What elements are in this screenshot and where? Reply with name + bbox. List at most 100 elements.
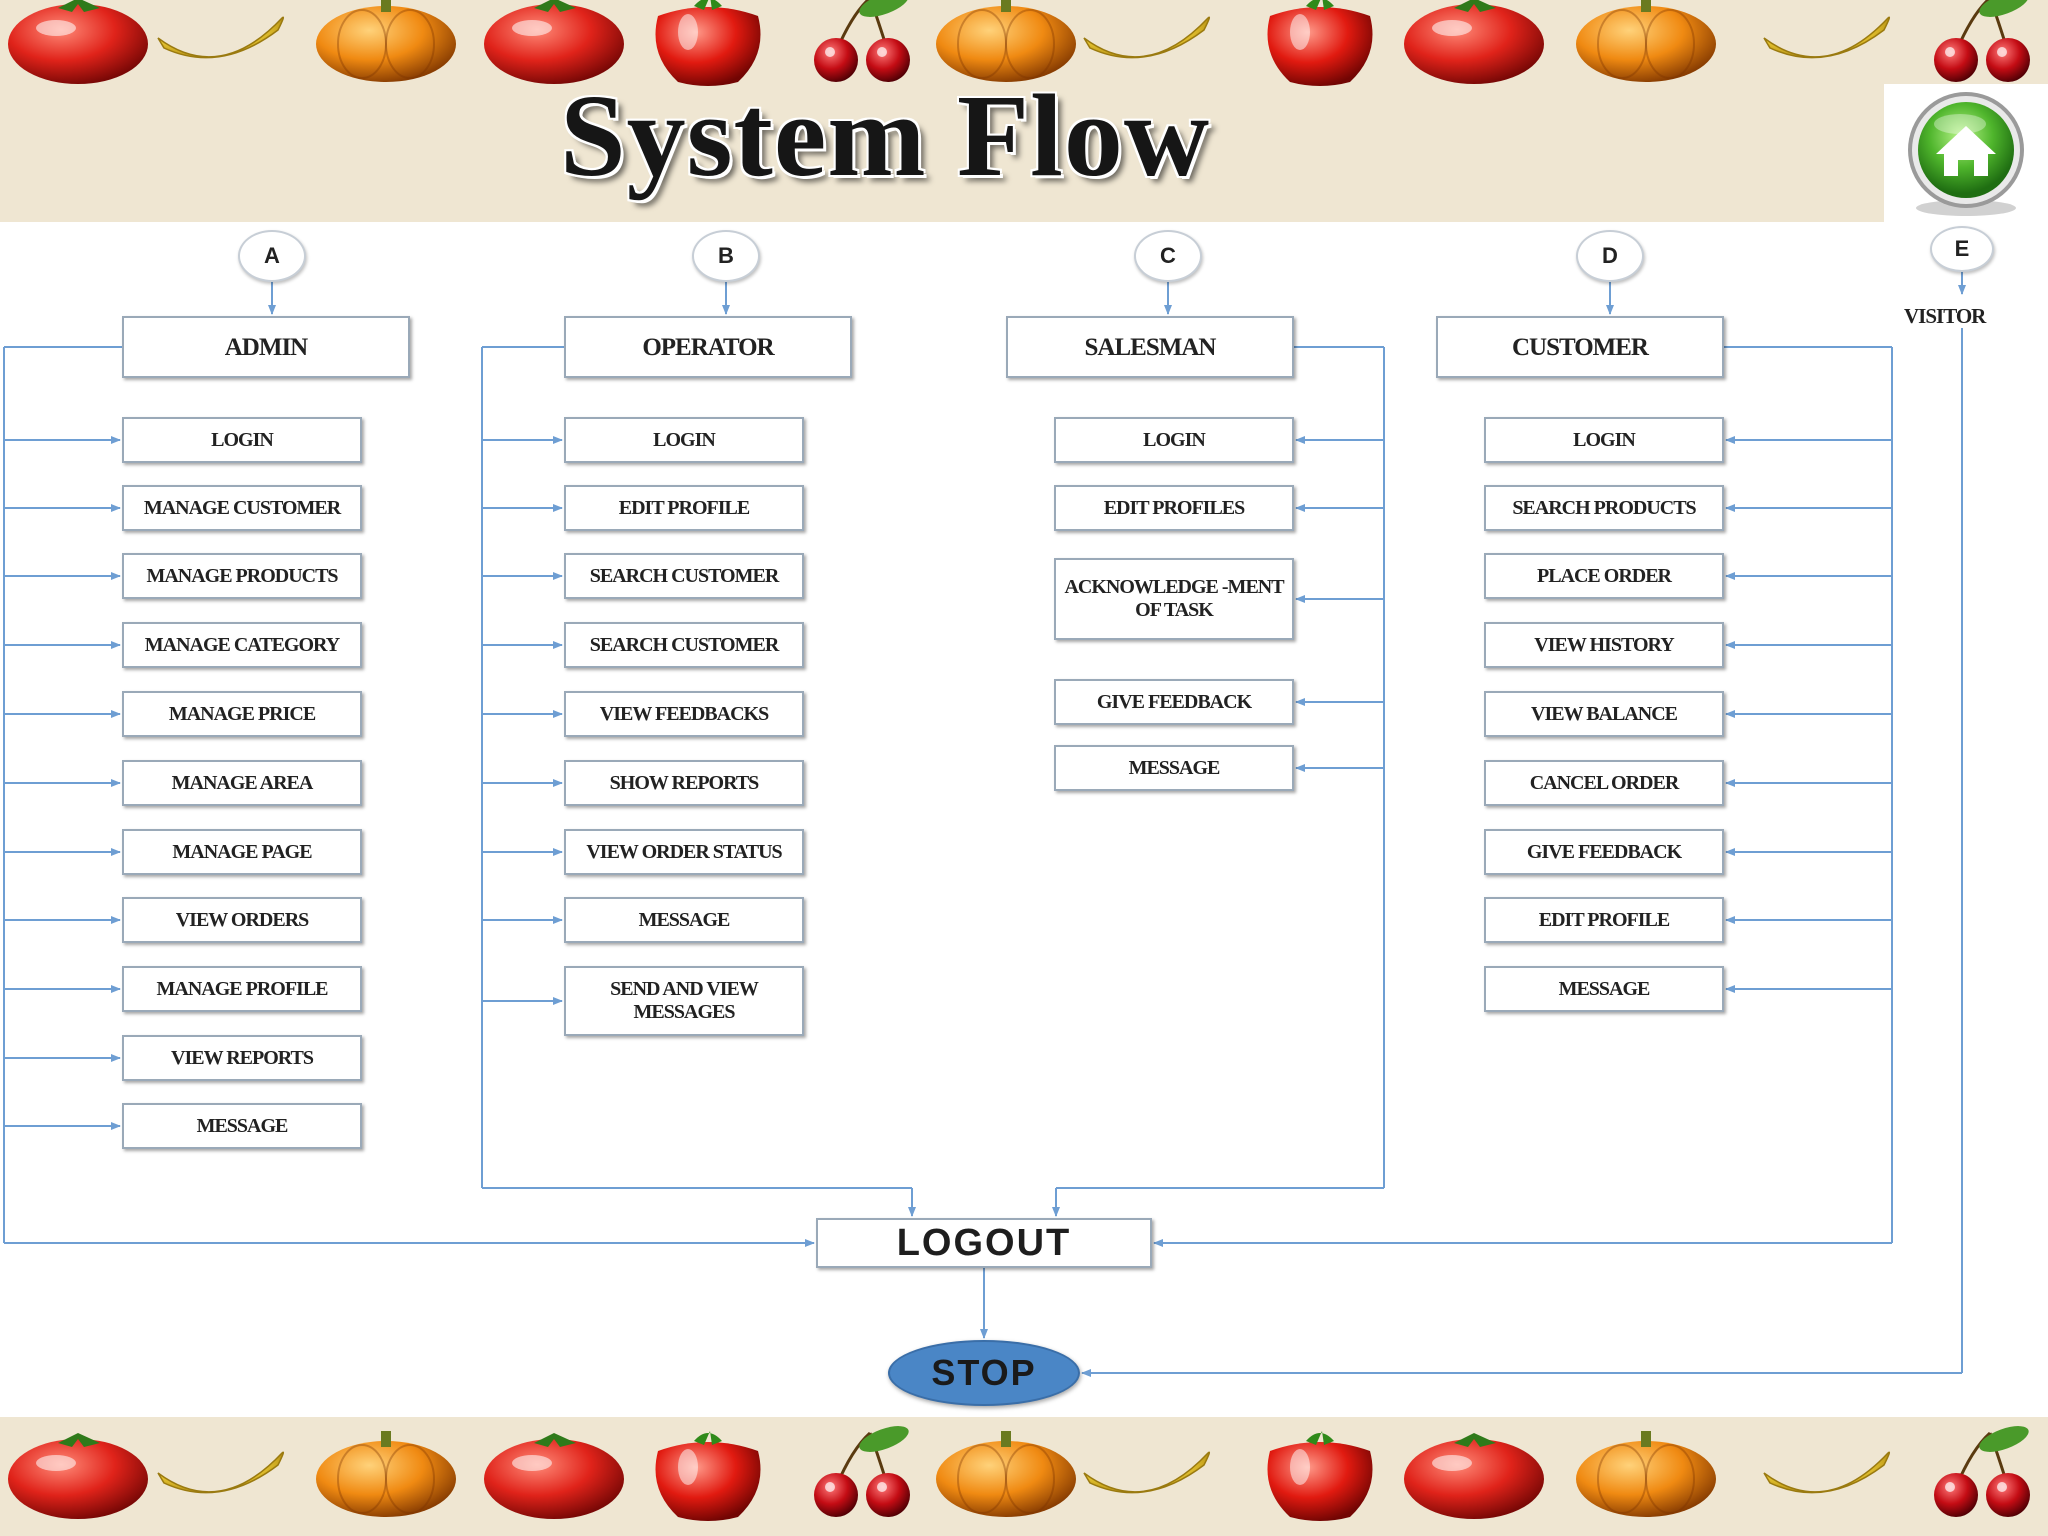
operator-role-label: OPERATOR bbox=[642, 333, 774, 361]
operator-step-search-customer-2: SEARCH CUSTOMER bbox=[564, 622, 804, 668]
connector-e-label: E bbox=[1954, 236, 1970, 261]
salesman-role-label: SALESMAN bbox=[1084, 333, 1217, 361]
customer-step-place-order: PLACE ORDER bbox=[1484, 553, 1724, 599]
salesman-step-give-feedback: GIVE FEEDBACK bbox=[1054, 679, 1294, 725]
step-label: PLACE ORDER bbox=[1536, 564, 1672, 587]
pumpkin-icon bbox=[936, 1431, 1076, 1517]
pepper-icon bbox=[655, 0, 761, 86]
step-label: CANCEL ORDER bbox=[1529, 771, 1680, 794]
step-label: MANAGE PROFILE bbox=[156, 977, 329, 1000]
tomato-icon bbox=[484, 0, 624, 84]
step-label: MESSAGE bbox=[1128, 756, 1221, 779]
cherry-icon bbox=[1934, 1426, 2030, 1517]
customer-step-view-history: VIEW HISTORY bbox=[1484, 622, 1724, 668]
cherry-icon bbox=[814, 1426, 910, 1517]
step-label: MANAGE CATEGORY bbox=[144, 633, 340, 656]
admin-step-manage-customer: MANAGE CUSTOMER bbox=[122, 485, 362, 531]
pepper-icon bbox=[655, 1431, 761, 1521]
banana-icon bbox=[1763, 16, 1891, 59]
banana-icon bbox=[1083, 1451, 1211, 1494]
connector-a: A bbox=[238, 230, 306, 282]
home-icon bbox=[1908, 92, 2024, 216]
step-label: SEARCH CUSTOMER bbox=[589, 564, 780, 587]
step-label: EDIT PROFILES bbox=[1103, 496, 1246, 519]
cherry-icon bbox=[1934, 0, 2030, 82]
connector-d: D bbox=[1576, 230, 1644, 282]
banana-icon bbox=[157, 16, 285, 59]
operator-step-send-and-view-messages: SEND AND VIEW MESSAGES bbox=[564, 966, 804, 1036]
salesman-step-acknowledgement-of-task: ACKNOWLEDGE -MENT OF TASK bbox=[1054, 558, 1294, 640]
stop-node: STOP bbox=[888, 1340, 1080, 1406]
step-label: LOGIN bbox=[211, 428, 274, 451]
system-flow-diagram: A B C D E VISITOR ADMIN OPERATOR SALESMA… bbox=[0, 222, 2048, 1417]
step-label: EDIT PROFILE bbox=[618, 496, 750, 519]
connector-a-label: A bbox=[264, 243, 280, 268]
pumpkin-icon bbox=[936, 0, 1076, 82]
step-label: LOGIN bbox=[653, 428, 716, 451]
admin-step-manage-profile: MANAGE PROFILE bbox=[122, 966, 362, 1012]
step-label: MANAGE PRICE bbox=[168, 702, 316, 725]
customer-step-give-feedback: GIVE FEEDBACK bbox=[1484, 829, 1724, 875]
page-title: System Flow bbox=[560, 70, 1211, 201]
connector-b-label: B bbox=[718, 243, 734, 268]
admin-step-manage-products: MANAGE PRODUCTS bbox=[122, 553, 362, 599]
salesman-step-login: LOGIN bbox=[1054, 417, 1294, 463]
customer-step-search-products: SEARCH PRODUCTS bbox=[1484, 485, 1724, 531]
step-label: GIVE FEEDBACK bbox=[1526, 840, 1682, 863]
visitor-label: VISITOR bbox=[1904, 304, 1986, 328]
step-label: MANAGE AREA bbox=[171, 771, 314, 794]
customer-role-box: CUSTOMER bbox=[1436, 316, 1724, 378]
customer-step-edit-profile: EDIT PROFILE bbox=[1484, 897, 1724, 943]
step-label: VIEW BALANCE bbox=[1531, 702, 1678, 725]
connector-c: C bbox=[1134, 230, 1202, 282]
step-label: VIEW HISTORY bbox=[1534, 633, 1674, 656]
step-label: VIEW FEEDBACKS bbox=[599, 702, 769, 725]
top-fruit-border bbox=[0, 0, 2048, 222]
customer-role-label: CUSTOMER bbox=[1511, 333, 1649, 361]
operator-step-message: MESSAGE bbox=[564, 897, 804, 943]
logout-box: LOGOUT bbox=[816, 1218, 1152, 1268]
salesman-role-box: SALESMAN bbox=[1006, 316, 1294, 378]
step-label: MANAGE CUSTOMER bbox=[143, 496, 341, 519]
logout-label: LOGOUT bbox=[896, 1221, 1072, 1264]
pumpkin-icon bbox=[316, 1431, 456, 1517]
operator-step-login: LOGIN bbox=[564, 417, 804, 463]
admin-step-manage-price: MANAGE PRICE bbox=[122, 691, 362, 737]
home-button[interactable] bbox=[1884, 84, 2048, 222]
tomato-icon bbox=[484, 1433, 624, 1519]
admin-step-manage-page: MANAGE PAGE bbox=[122, 829, 362, 875]
connector-lines bbox=[3, 272, 1966, 1377]
stop-label: STOP bbox=[931, 1352, 1037, 1393]
operator-step-show-reports: SHOW REPORTS bbox=[564, 760, 804, 806]
step-label: SEND AND VIEW MESSAGES bbox=[610, 978, 759, 1023]
customer-step-view-balance: VIEW BALANCE bbox=[1484, 691, 1724, 737]
fruit-decoration bbox=[8, 0, 2030, 86]
customer-step-login: LOGIN bbox=[1484, 417, 1724, 463]
admin-step-view-reports: VIEW REPORTS bbox=[122, 1035, 362, 1081]
operator-role-box: OPERATOR bbox=[564, 316, 852, 378]
admin-role-label: ADMIN bbox=[224, 333, 308, 361]
step-label: SHOW REPORTS bbox=[609, 771, 760, 794]
step-label: MESSAGE bbox=[1558, 977, 1651, 1000]
admin-step-message: MESSAGE bbox=[122, 1103, 362, 1149]
step-label: LOGIN bbox=[1143, 428, 1206, 451]
bottom-fruit-border bbox=[0, 1417, 2048, 1536]
connector-d-label: D bbox=[1602, 243, 1618, 268]
step-label: EDIT PROFILE bbox=[1538, 908, 1670, 931]
step-label: GIVE FEEDBACK bbox=[1096, 690, 1252, 713]
admin-step-manage-category: MANAGE CATEGORY bbox=[122, 622, 362, 668]
step-label: MESSAGE bbox=[196, 1114, 289, 1137]
step-label: MESSAGE bbox=[638, 908, 731, 931]
step-label: VIEW REPORTS bbox=[171, 1046, 314, 1069]
operator-step-edit-profile: EDIT PROFILE bbox=[564, 485, 804, 531]
customer-step-cancel-order: CANCEL ORDER bbox=[1484, 760, 1724, 806]
step-label: MANAGE PAGE bbox=[172, 840, 312, 863]
banana-icon bbox=[157, 1451, 285, 1494]
tomato-icon bbox=[1404, 1433, 1544, 1519]
banana-icon bbox=[1083, 16, 1211, 59]
admin-step-manage-area: MANAGE AREA bbox=[122, 760, 362, 806]
operator-step-view-feedbacks: VIEW FEEDBACKS bbox=[564, 691, 804, 737]
pepper-icon bbox=[1267, 1431, 1373, 1521]
pepper-icon bbox=[1267, 0, 1373, 86]
pumpkin-icon bbox=[1576, 1431, 1716, 1517]
